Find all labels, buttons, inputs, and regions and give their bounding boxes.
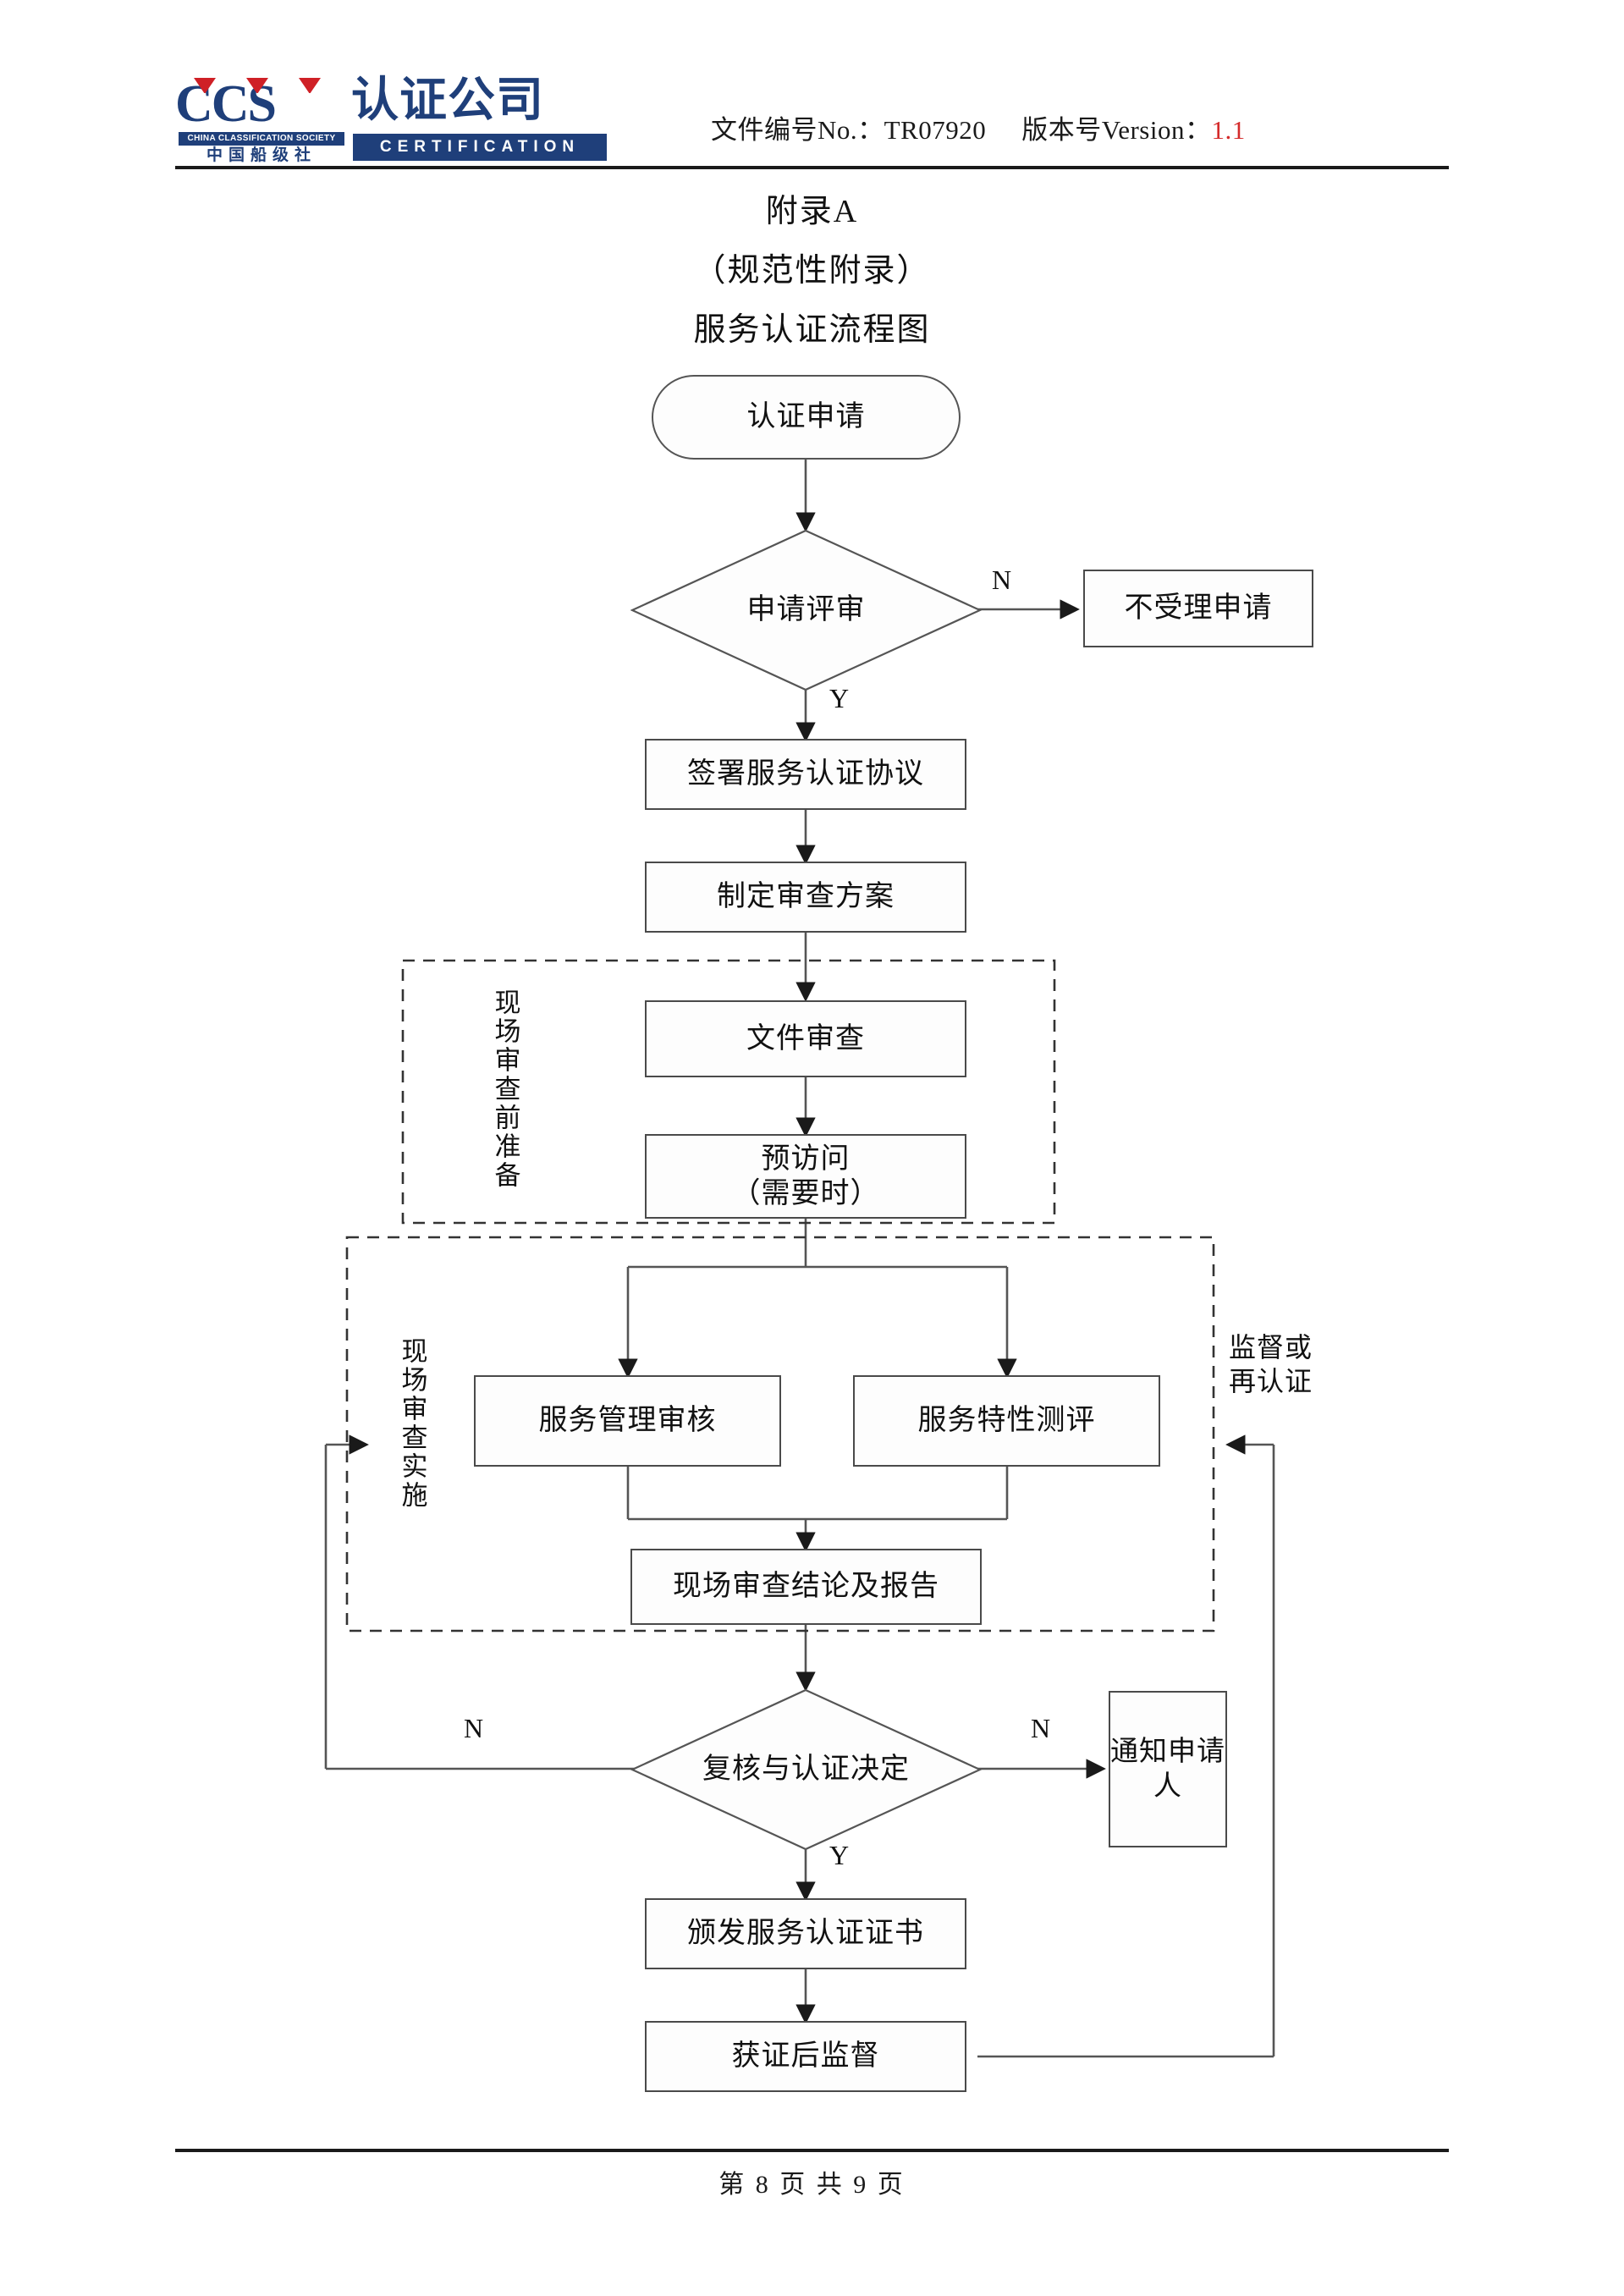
- node-sign-agreement[interactable]: 签署服务认证协议: [645, 739, 966, 810]
- node-review-decision[interactable]: 复核与认证决定: [630, 1688, 982, 1851]
- page-number: 第 8 页 共 9 页: [718, 2171, 906, 2199]
- appendix-title: 附录A: [765, 194, 859, 229]
- node-review-plan[interactable]: 制定审查方案: [645, 862, 966, 933]
- node-service-management-audit[interactable]: 服务管理审核: [474, 1375, 781, 1467]
- node-application-review[interactable]: 申请评审: [630, 529, 982, 691]
- node-issue-certificate[interactable]: 颁发服务认证证书: [645, 1898, 966, 1969]
- node-notify-applicant[interactable]: 通知申请人: [1109, 1691, 1227, 1847]
- doc-no-label: 文件编号No.：: [711, 115, 884, 145]
- node-onsite-conclusion[interactable]: 现场审查结论及报告: [630, 1549, 982, 1625]
- node-document-review[interactable]: 文件审查: [645, 1000, 966, 1077]
- doc-no-value: TR07920: [884, 115, 987, 145]
- edge-label-decision-no-right: N: [1031, 1713, 1052, 1743]
- node-review-decision-label: 复核与认证决定: [702, 1753, 910, 1785]
- node-post-certification-supervision[interactable]: 获证后监督: [645, 2021, 966, 2092]
- page-header: CCS CHINA CLASSIFICATION SOCIETY 中国船级社 认…: [0, 0, 1624, 173]
- version-label: 版本号Version：: [1021, 115, 1212, 145]
- logo-company-cn: 认证公司: [351, 73, 544, 128]
- document-meta: 文件编号No.：TR07920 版本号Version：1.1: [711, 108, 1246, 146]
- logo-red-accent-icon: [194, 78, 333, 93]
- node-service-feature-evaluation[interactable]: 服务特性测评: [853, 1375, 1160, 1467]
- node-application-review-label: 申请评审: [746, 593, 866, 625]
- node-pre-visit[interactable]: 预访问 （需要时）: [645, 1134, 966, 1219]
- header-divider: [175, 166, 1449, 169]
- logo-company-en: CERTIFICATION: [353, 134, 607, 161]
- normative-subtitle: （规范性附录）: [693, 253, 931, 289]
- group-label-pre-onsite: 现场审查前准备: [490, 988, 520, 1190]
- edge-label-decision-yes: Y: [829, 1840, 851, 1870]
- node-application[interactable]: 认证申请: [652, 375, 961, 460]
- node-reject-application[interactable]: 不受理申请: [1083, 570, 1313, 647]
- edge-label-review-no: N: [992, 564, 1013, 595]
- footer-divider: [175, 2149, 1449, 2152]
- logo-subtitle-cn: 中国船级社: [206, 146, 317, 164]
- edge-label-review-yes: Y: [829, 683, 851, 713]
- flowchart-title: 服务认证流程图: [693, 312, 931, 348]
- edge-label-supervision-recert: 监督或 再认证: [1229, 1332, 1313, 1396]
- edge-label-decision-no-left: N: [464, 1713, 485, 1743]
- ccs-logo: CCS CHINA CLASSIFICATION SOCIETY 中国船级社 认…: [175, 73, 607, 164]
- logo-subtitle-en: CHINA CLASSIFICATION SOCIETY: [179, 132, 344, 146]
- version-value: 1.1: [1211, 115, 1246, 145]
- group-label-onsite-exec: 现场审查实施: [397, 1337, 427, 1510]
